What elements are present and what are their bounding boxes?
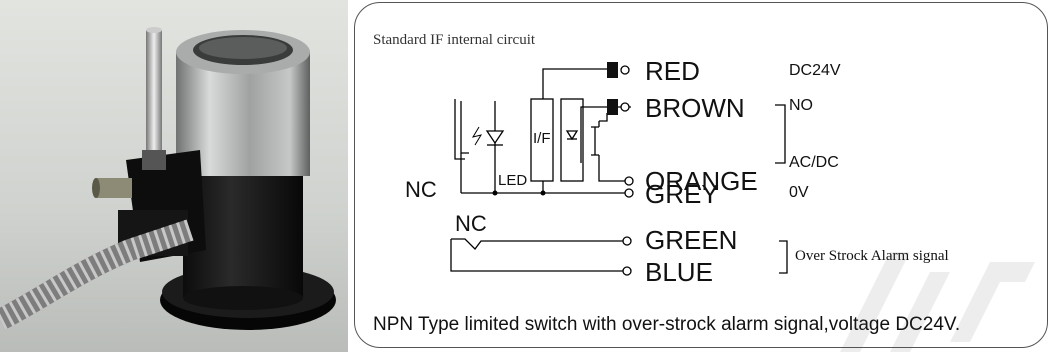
product-photo — [0, 0, 348, 352]
if-box — [530, 98, 554, 182]
wire-label-grey: GREY — [645, 179, 719, 209]
red-wire — [542, 68, 607, 99]
signal-acdc: AC/DC — [789, 154, 839, 171]
blue-wire — [450, 239, 623, 272]
nc-label-left: NC — [405, 177, 437, 202]
signal-no: NO — [789, 97, 813, 114]
signal-alarm: Over Strock Alarm signal — [795, 248, 949, 264]
diagram-title: Standard IF internal circuit — [373, 32, 536, 48]
signal-0v: 0V — [789, 184, 809, 201]
green-wire — [451, 238, 623, 250]
circuit-diagram-panel: Standard IF internal circuit RED BROWN O… — [354, 2, 1048, 348]
orange-wire — [598, 121, 625, 182]
nc-label-green: NC — [455, 211, 487, 236]
circuit-lines — [450, 62, 788, 276]
wire-label-green: GREEN — [645, 225, 738, 255]
signal-dc24v: DC24V — [789, 62, 841, 79]
note-text: NPN Type limited switch with over-strock… — [373, 314, 961, 335]
led-label: LED — [498, 172, 528, 189]
wire-label-brown: BROWN — [645, 93, 745, 123]
wire-label-orange: ORANGE — [645, 166, 758, 196]
wire-label-red: RED — [645, 56, 700, 86]
wire-label-blue: BLUE — [645, 257, 713, 287]
if-label: I/F — [533, 130, 551, 147]
limit-switch-photo-illustration — [0, 27, 336, 330]
